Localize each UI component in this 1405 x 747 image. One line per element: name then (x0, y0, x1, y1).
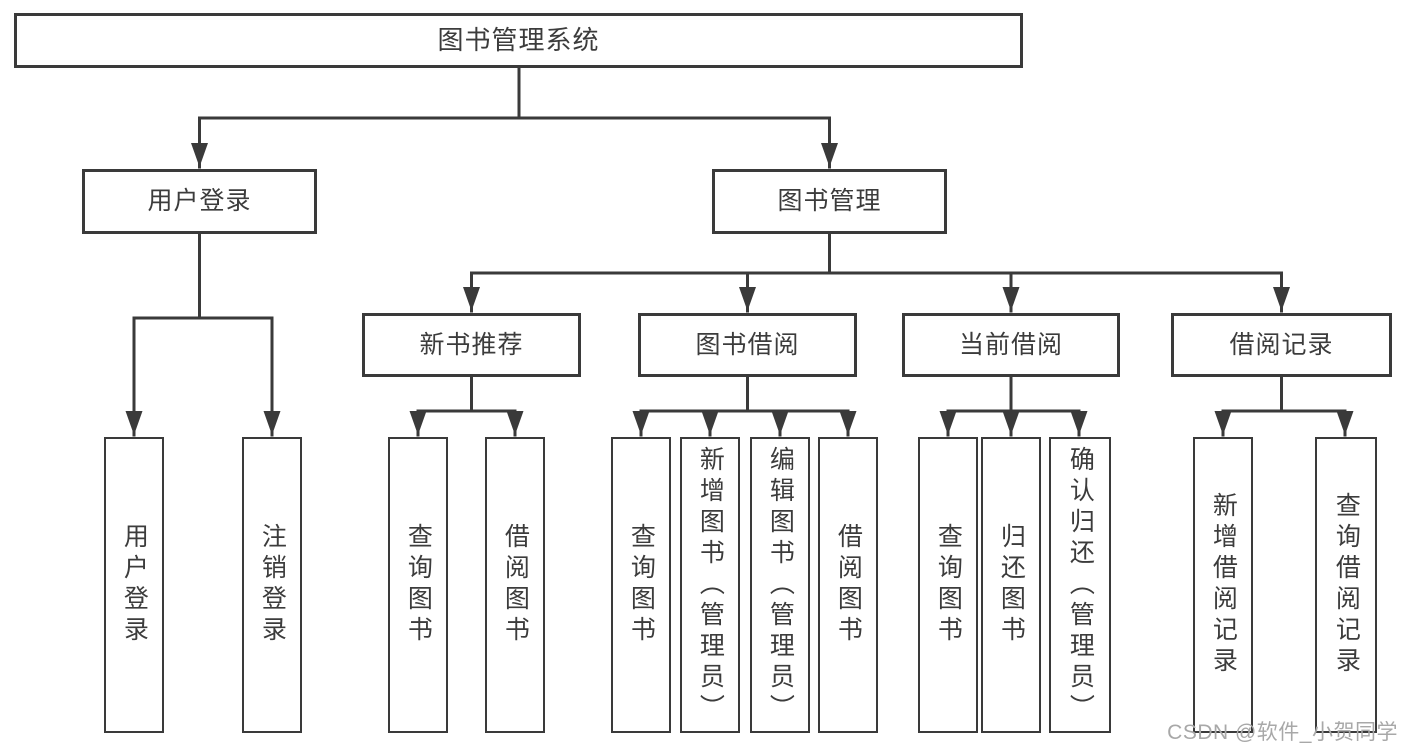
connector-current-borrow-group (946, 375, 1081, 413)
connector-root (198, 66, 831, 120)
node-book-management: 图书管理 (712, 169, 947, 234)
connector-book-management (470, 231, 1283, 275)
leaf-query-borrow-record: 查询借阅记录 (1315, 437, 1377, 733)
leaf-query-books-1: 查询图书 (388, 437, 448, 733)
node-new-book-recommend: 新书推荐 (362, 313, 581, 377)
leaf-add-book-admin: 新增图书（管理员） (680, 437, 740, 733)
connector-borrow-records-group (1221, 375, 1347, 413)
leaf-user-login: 用户登录 (104, 437, 164, 733)
node-root-system: 图书管理系统 (14, 13, 1023, 68)
csdn-watermark: CSDN @软件_小贺同学 (1167, 721, 1398, 744)
leaf-logout: 注销登录 (242, 437, 302, 733)
connector-book-borrow-group (639, 375, 850, 413)
leaf-query-books-3: 查询图书 (918, 437, 978, 733)
leaf-borrow-books-1: 借阅图书 (485, 437, 545, 733)
connector-new-book-recommend-group (416, 375, 517, 413)
leaf-borrow-books-2: 借阅图书 (818, 437, 878, 733)
connector-user-login-group (132, 232, 274, 320)
leaf-return-book: 归还图书 (981, 437, 1041, 733)
node-user-login: 用户登录 (82, 169, 317, 234)
node-current-borrow: 当前借阅 (902, 313, 1120, 377)
leaf-query-books-2: 查询图书 (611, 437, 671, 733)
node-book-borrow: 图书借阅 (638, 313, 857, 377)
leaf-add-borrow-record: 新增借阅记录 (1193, 437, 1253, 733)
leaf-edit-book-admin: 编辑图书（管理员） (750, 437, 810, 733)
leaf-confirm-return-admin: 确认归还（管理员） (1049, 437, 1111, 733)
node-borrow-records: 借阅记录 (1171, 313, 1392, 377)
